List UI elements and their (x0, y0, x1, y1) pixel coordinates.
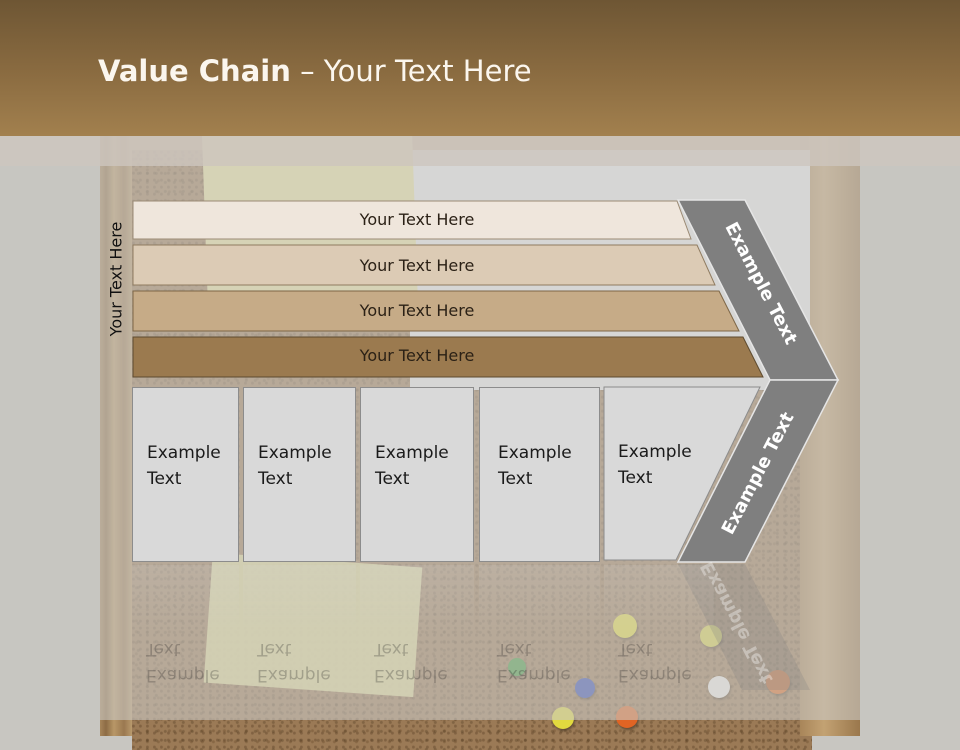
card-1-reflection-line1: Example (146, 665, 220, 685)
card-3-reflection-line2: Text (374, 639, 409, 659)
card-2-line1: Example (258, 443, 332, 463)
slide-title-bold: Value Chain (98, 54, 291, 88)
card-2-reflection-line2: Text (257, 639, 292, 659)
bar-1-label: Your Text Here (359, 210, 475, 229)
card-3-reflection: Example Text (360, 565, 474, 695)
left-margin (0, 136, 100, 720)
bar-3-shape[interactable] (132, 290, 740, 332)
bar-3-label: Your Text Here (359, 301, 475, 320)
card-5-reflection-line2: Text (618, 639, 653, 659)
bar-1-shape[interactable] (132, 200, 692, 240)
chevron-reflection (678, 564, 810, 690)
card-3-reflection-line1: Example (374, 665, 448, 685)
chevron-bottom-arm[interactable] (676, 379, 840, 563)
bar-1: Your Text Here (132, 200, 702, 240)
card-1-line1: Example (147, 443, 221, 463)
card-1-line2: Text (147, 469, 182, 489)
bar-4: Your Text Here (132, 336, 702, 376)
card-4-line2: Text (498, 469, 533, 489)
card-4-line1: Example (498, 443, 572, 463)
card-5-line2: Text (618, 468, 653, 488)
card-5-reflection: Example Text (604, 565, 714, 695)
card-4-reflection-line1: Example (497, 665, 571, 685)
right-margin (860, 136, 960, 720)
bar-4-label: Your Text Here (359, 346, 475, 365)
bar-2-label: Your Text Here (359, 256, 475, 275)
card-4-reflection-line2: Text (497, 639, 532, 659)
card-3-line2: Text (375, 469, 410, 489)
card-3-line1: Example (375, 443, 449, 463)
bar-3: Your Text Here (132, 291, 702, 331)
bar-4-shape[interactable] (132, 336, 764, 378)
card-5-line1: Example (618, 442, 692, 462)
card-1-reflection-line2: Text (146, 639, 181, 659)
bar-2: Your Text Here (132, 246, 702, 286)
card-1-reflection: Example Text (132, 565, 239, 695)
card-2-reflection-line1: Example (257, 665, 331, 685)
card-2-line2: Text (258, 469, 293, 489)
title-bar (0, 0, 960, 136)
value-chain-diagram: Example Text Example Text Example Text (132, 199, 840, 690)
header-shadow-band (0, 136, 960, 166)
card-5-shape[interactable] (603, 386, 761, 561)
slide-title[interactable]: Value Chain – Your Text Here (98, 54, 532, 88)
bar-2-shape[interactable] (132, 244, 716, 286)
card-5-reflection-line1: Example (618, 665, 692, 685)
slide-title-rest: – Your Text Here (290, 54, 532, 88)
card-2-reflection: Example Text (243, 565, 356, 695)
card-4-reflection: Example Text (479, 565, 600, 695)
